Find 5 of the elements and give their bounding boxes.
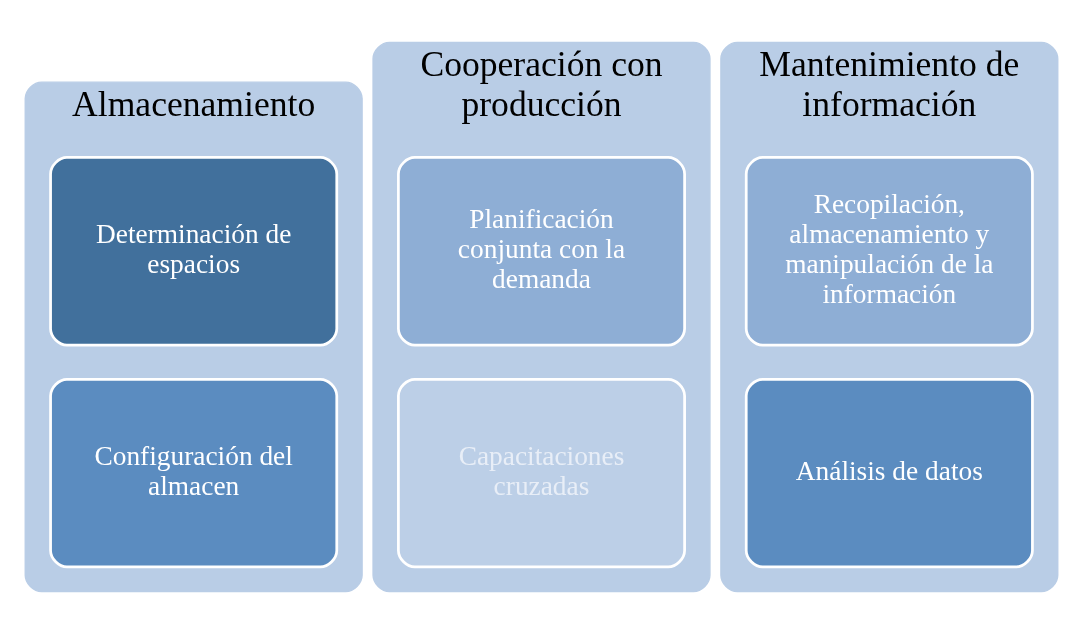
node-box: Determinación de espacios (49, 156, 339, 347)
node-box: Análisis de datos (744, 377, 1034, 569)
node-box: Recopilación, almacenamiento y manipulación de la información (744, 156, 1034, 347)
node-box: Planificación conjunta con la demanda (397, 156, 686, 347)
node-box: Configuración del almacen (49, 377, 339, 569)
